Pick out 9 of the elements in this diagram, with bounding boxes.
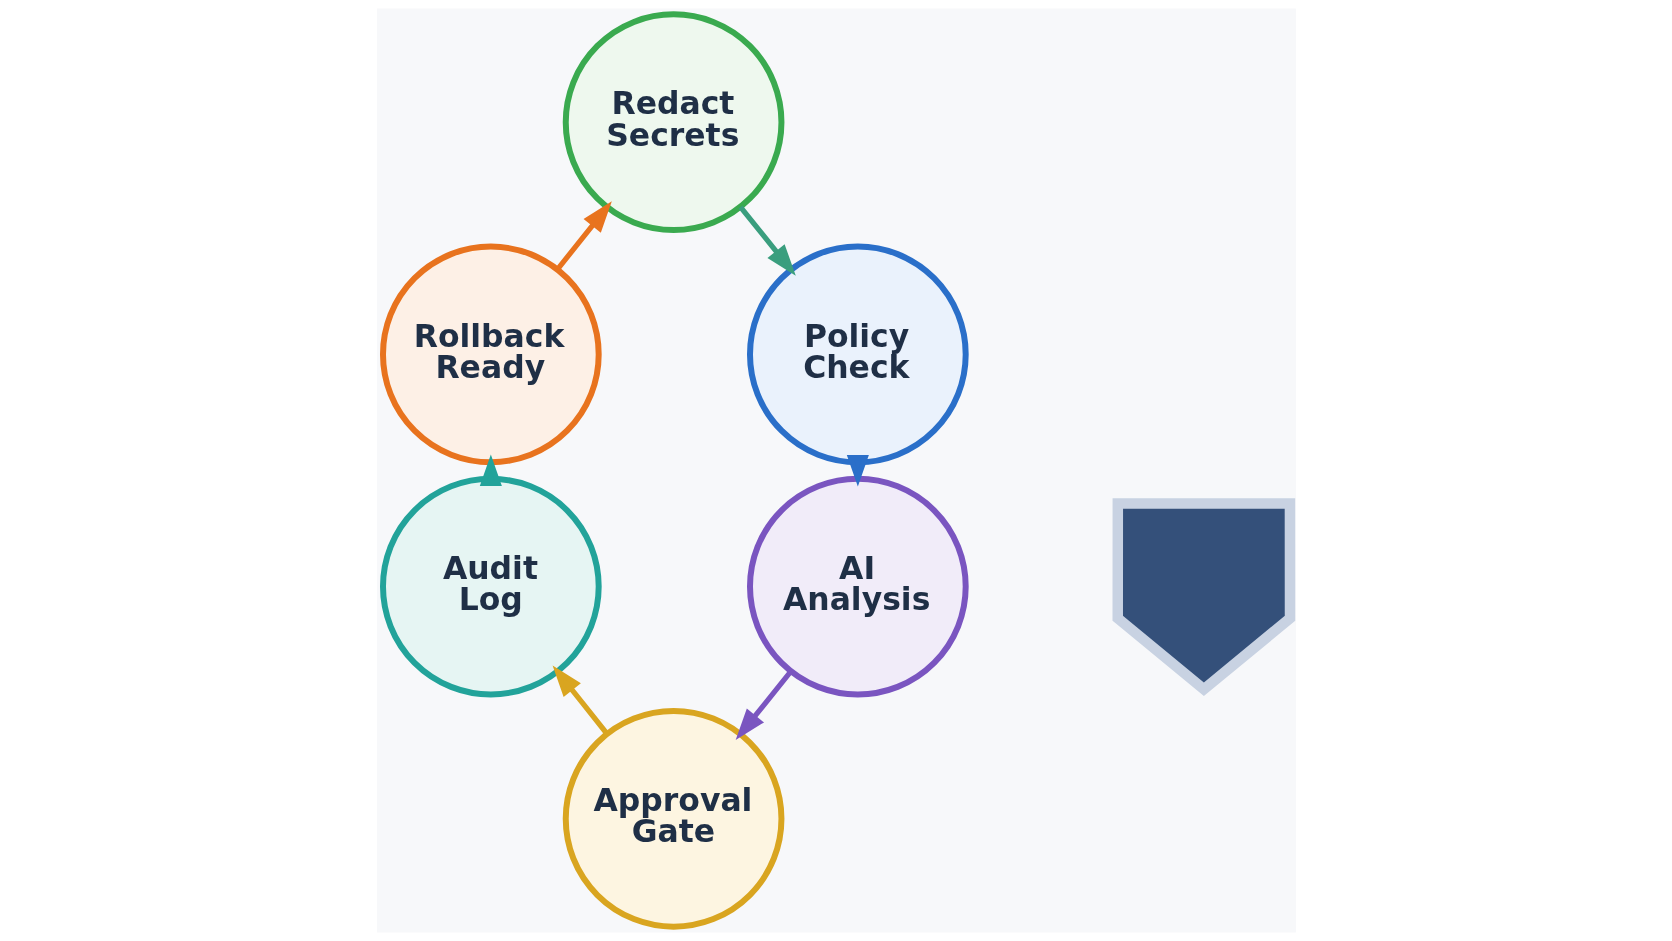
arrow: [738, 205, 796, 276]
arrow: [846, 454, 869, 487]
arrow: [479, 454, 502, 486]
node-circle: Rollback Ready: [379, 243, 602, 466]
node-circle: AI Analysis: [746, 475, 969, 698]
arrow: [735, 669, 793, 741]
arrow: [555, 201, 612, 271]
arrow: [552, 665, 609, 735]
node-shield: [1112, 498, 1295, 696]
